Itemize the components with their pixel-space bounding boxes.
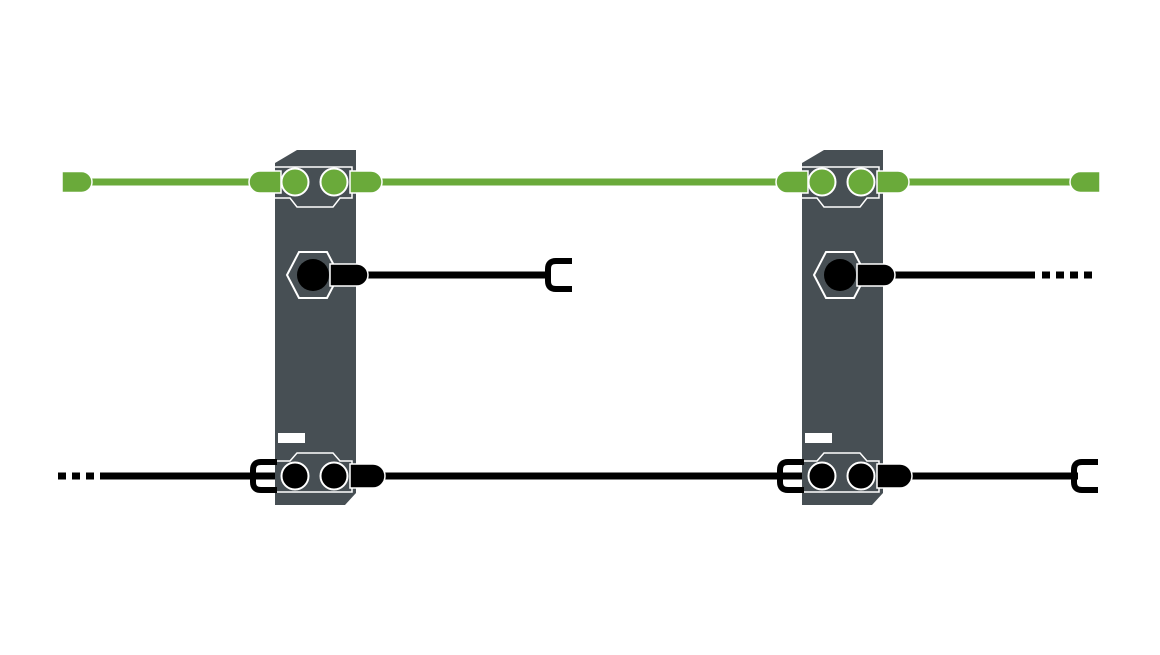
hex-terminal-screw (297, 259, 329, 291)
dot (1070, 271, 1078, 279)
bottom-plug (876, 463, 913, 489)
module-2 (802, 150, 883, 505)
bottom-plug (349, 463, 386, 489)
dot (58, 472, 66, 480)
bottom-clip-end-shape (1071, 459, 1098, 493)
green-terminal (807, 167, 837, 197)
signal-clip-end-shape (545, 258, 572, 292)
dot (100, 472, 108, 480)
bottom-terminal (319, 461, 349, 491)
continuation-dots-left (58, 472, 108, 480)
dot (1056, 271, 1064, 279)
green-plug-left (248, 170, 282, 194)
dot (86, 472, 94, 480)
bottom-clip-end (1071, 459, 1098, 493)
signal-clip-end (545, 258, 572, 292)
dot (72, 472, 80, 480)
dot (1084, 271, 1092, 279)
module-body (802, 150, 883, 505)
green-plug-left (775, 170, 809, 194)
signal-plug (856, 263, 896, 287)
bottom-terminal (280, 461, 310, 491)
green-terminal (319, 167, 349, 197)
bottom-clip-shape (777, 459, 804, 493)
green-terminal (280, 167, 310, 197)
bottom-line (108, 472, 1078, 480)
green-end-cap-left (61, 170, 93, 194)
signal-line-2 (885, 271, 1035, 279)
bottom-clip-shape (250, 459, 277, 493)
continuation-dots-right (1042, 271, 1092, 279)
green-terminal (846, 167, 876, 197)
dot (1042, 271, 1050, 279)
bottom-terminal (846, 461, 876, 491)
green-plug-right (876, 170, 910, 194)
green-end-cap-right (1069, 170, 1101, 194)
module-1 (275, 150, 356, 505)
signal-plug (329, 263, 369, 287)
module-label-plate (278, 433, 305, 443)
bottom-clip (250, 459, 277, 493)
hex-terminal-screw (824, 259, 856, 291)
module-body (275, 150, 356, 505)
signal-line-1 (360, 271, 546, 279)
bottom-terminal (807, 461, 837, 491)
green-plug-right (349, 170, 383, 194)
module-label-plate (805, 433, 832, 443)
bottom-clip (777, 459, 804, 493)
green-bus-line (80, 178, 1080, 186)
